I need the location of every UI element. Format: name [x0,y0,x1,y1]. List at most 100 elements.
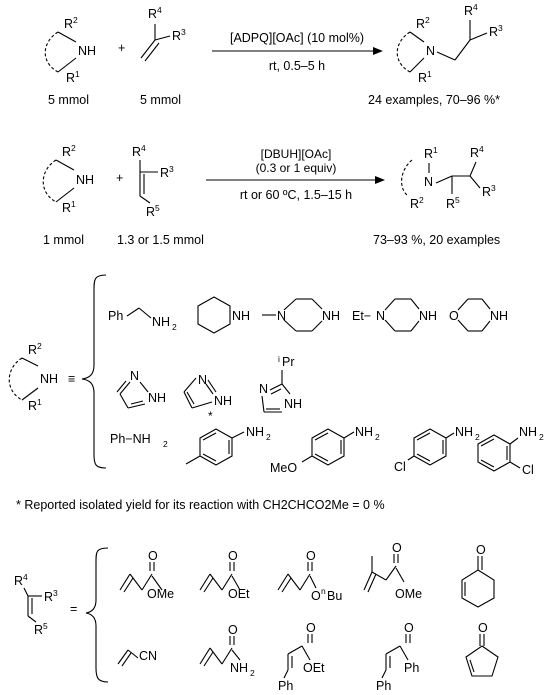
svg-text:MeO: MeO [270,461,297,475]
svg-text:2: 2 [172,322,177,332]
cyclohexenone: O [461,543,495,608]
scheme2-alkene-amount: 1.3 or 1.5 mmol [117,233,204,247]
scheme-2: R 2 NH R 1 + R 4 R 3 R 5 [DBUH][OAc] (0.… [42,143,500,247]
svg-text:R: R [148,7,157,21]
scheme1-conditions: rt, 0.5–5 h [269,59,325,73]
scheme1-alkene-amount: 5 mmol [140,93,181,107]
svg-text:3: 3 [498,23,503,33]
n-methylpiperazine: N NH [262,298,340,332]
plus-sign: + [118,41,125,55]
svg-text:O: O [449,309,459,323]
n-ethylpiperazine: Et− N NH [352,298,437,332]
svg-text:NH: NH [455,425,473,439]
svg-text:1: 1 [427,69,432,79]
scheme1-alkene: R 4 R 3 [140,5,186,62]
svg-text:N: N [424,175,433,189]
scheme-1: R 2 NH R 1 + R 4 R 3 [ADPQ][OAc] (10 mol… [44,2,503,107]
svg-text:n: n [321,586,326,596]
ethyl-acrylate: O OEt [199,549,250,601]
svg-text:NH: NH [284,397,302,411]
svg-text:O: O [478,621,488,635]
svg-text:R: R [410,197,419,211]
svg-text:1: 1 [71,199,76,209]
svg-text:2: 2 [73,15,78,25]
scheme1-amine-amount: 5 mmol [48,93,89,107]
svg-text:NH: NH [40,372,58,386]
svg-text:2: 2 [250,668,255,678]
scheme1-reagent: [ADPQ][OAc] (10 mol%) [230,31,364,45]
svg-text:R: R [34,623,43,637]
svg-text:Pr: Pr [282,355,295,369]
2-isopropylimidazole: i Pr N NH [259,354,302,413]
generic-alkene: R 4 R 3 R 5 = [14,572,77,637]
scheme2-amine-amount: 1 mmol [43,233,84,247]
p-anisidine: NH 2 MeO [270,425,380,475]
svg-text:R: R [446,197,455,211]
svg-text:R: R [28,343,37,357]
svg-text:R: R [160,166,169,180]
svg-text:1: 1 [75,69,80,79]
svg-text:O: O [311,589,321,603]
svg-text:3: 3 [169,164,174,174]
svg-text:OEt: OEt [228,587,250,601]
imidazole-footnote-star: * [208,409,213,423]
svg-text:NH: NH [355,425,373,439]
generic-amine: R 2 NH R 1 ≡ [8,341,75,413]
svg-text:4: 4 [157,5,162,15]
svg-text:Ph−NH: Ph−NH [110,432,151,446]
acrylonitrile: CN [117,649,157,667]
svg-text:R: R [64,17,73,31]
ethyl-cinnamate: O OEt Ph [278,621,325,693]
svg-text:R: R [66,71,75,85]
svg-text:Cl: Cl [522,463,534,477]
svg-text:R: R [44,590,53,604]
svg-text:R: R [418,71,427,85]
scheme2-result: 73–93 %, 20 examples [373,233,500,247]
svg-text:NH: NH [419,309,437,323]
svg-text:3: 3 [53,588,58,598]
scheme2-product: R 2 N R 1 R 5 R 4 R 3 [401,144,496,211]
svg-text:2: 2 [266,432,271,442]
svg-text:2: 2 [71,143,76,153]
svg-text:O: O [148,549,158,563]
svg-text:4: 4 [479,144,484,154]
scheme2-amine: R 2 NH R 1 [42,143,94,215]
svg-text:Cl: Cl [394,460,406,474]
svg-text:NH: NH [76,173,94,187]
svg-text:O: O [306,549,316,563]
svg-text:Ph: Ph [376,679,391,693]
plus-sign-2: + [116,171,123,185]
svg-text:Ph: Ph [404,661,419,675]
equivalence-sign: ≡ [68,372,75,386]
amine-brace [81,274,107,469]
aniline: Ph−NH 2 [110,432,168,449]
scheme2-reagent-line1: [DBUH][OAc] [261,147,332,161]
svg-text:NH: NH [230,661,248,675]
svg-text:R: R [172,29,181,43]
o-chloroaniline: NH 2 Cl [477,425,544,477]
svg-text:N: N [376,309,385,323]
svg-text:R: R [464,4,473,18]
svg-text:O: O [228,623,238,637]
svg-text:2: 2 [539,432,544,442]
svg-text:N: N [277,309,286,323]
svg-text:NH: NH [519,425,537,439]
svg-text:NH: NH [214,394,232,408]
alkene-scope: R 4 R 3 R 5 = O OMe [14,541,499,693]
svg-text:3: 3 [181,27,186,37]
svg-text:NH: NH [232,309,250,323]
svg-text:5: 5 [155,203,160,213]
chalcone: O Ph Ph [376,621,419,693]
methyl-methacrylate: O OMe [363,541,422,601]
footnote: * Reported isolated yield for its reacti… [16,498,385,512]
svg-text:Bu: Bu [327,589,342,603]
svg-text:OEt: OEt [303,661,325,675]
svg-text:2: 2 [425,15,430,25]
svg-text:1: 1 [37,397,42,407]
methyl-acrylate: O OMe [119,549,174,601]
svg-text:O: O [476,543,486,557]
svg-text:R: R [62,145,71,159]
svg-text:O: O [306,621,316,635]
svg-text:NH: NH [246,425,264,439]
